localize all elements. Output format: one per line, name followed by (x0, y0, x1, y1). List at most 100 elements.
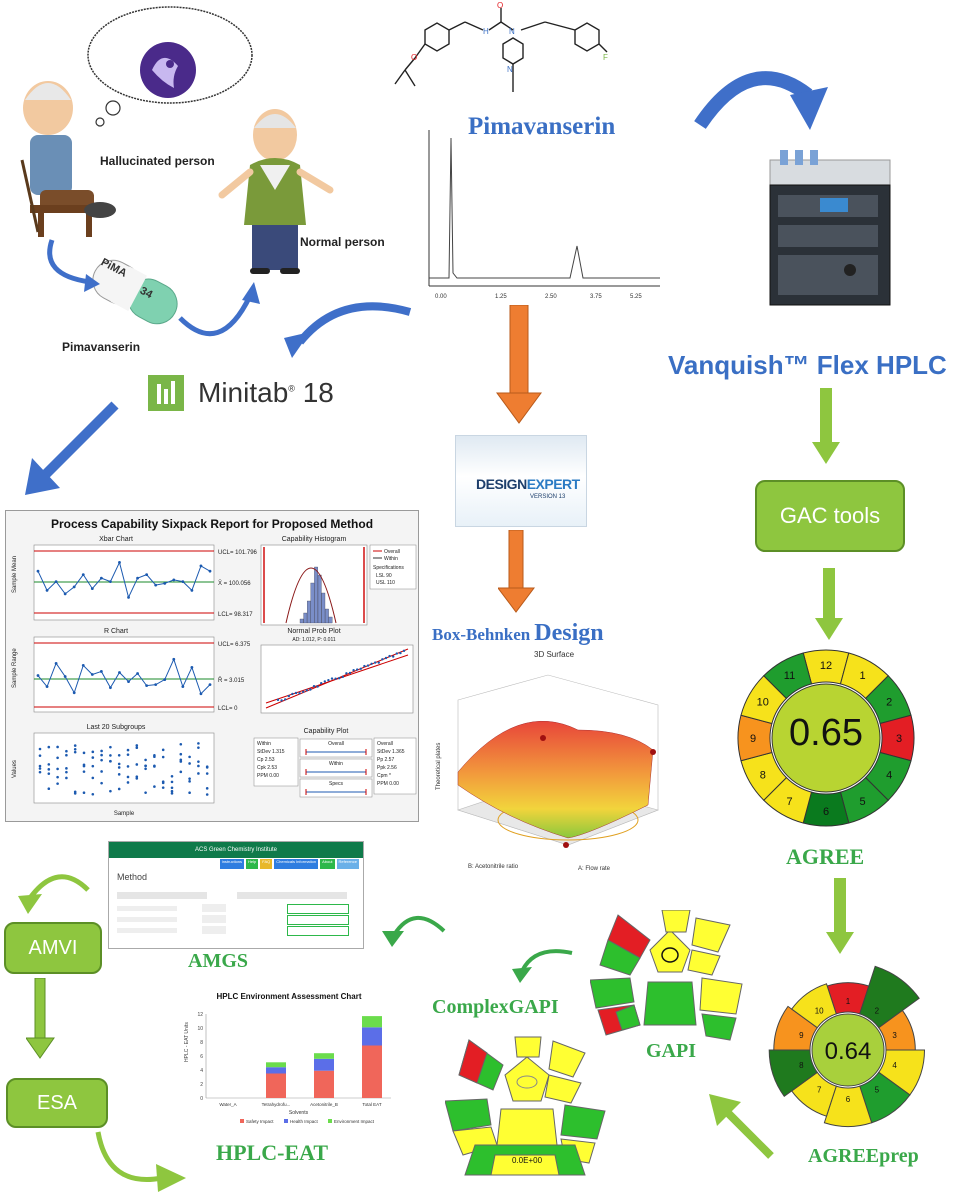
eat-legend-label: Safety Impact (246, 1119, 274, 1124)
sixpack-text: Cp 2.53 (257, 757, 275, 763)
agree-label: AGREE (786, 844, 865, 869)
amgs-tab-2[interactable]: Help (246, 859, 259, 869)
subgroup-point (82, 791, 86, 794)
agreeprep-segment (768, 1049, 818, 1098)
subgroup-point (197, 746, 200, 749)
prob-point (330, 677, 334, 680)
subgroup-point (117, 773, 121, 776)
designexpert-version: VERSION 13 (530, 494, 566, 500)
agreeprep-segment-label: 2 (875, 1006, 880, 1015)
eat-legend-swatch (328, 1119, 332, 1123)
prob-point (359, 667, 362, 670)
sixpack-text: X̄ = 100.056 (218, 580, 251, 587)
agree-segment-label: 2 (886, 697, 892, 709)
prob-point (363, 664, 366, 668)
amgs-tab-3[interactable]: FAQ (260, 859, 273, 869)
arrow-to-agreeprep (826, 878, 854, 954)
prob-point (366, 664, 370, 667)
agreeprep-segment-label: 8 (799, 1061, 804, 1070)
agree-segment-label: 8 (760, 770, 766, 782)
prob-point (294, 691, 298, 695)
amgs-screenshot: ACS Green Chemistry Institute Instructio… (108, 841, 364, 949)
agree-segment-label: 11 (784, 670, 795, 682)
agree-center (771, 683, 881, 793)
prob-point (370, 662, 373, 665)
amgs-label: AMGS (188, 950, 248, 972)
subgroup-point (135, 746, 139, 749)
subgroup-point (91, 792, 95, 796)
subgroup-point (73, 747, 77, 751)
amgs-tab-5[interactable]: About (320, 859, 335, 869)
histogram-bar (307, 600, 311, 624)
amgs-tab-4[interactable]: Chemicals Information (274, 859, 319, 869)
eat-y-tick: 6 (200, 1054, 203, 1060)
sixpack-series (37, 657, 211, 695)
subgroup-point (73, 744, 77, 747)
subgroup-point (109, 789, 112, 793)
subgroup-point (91, 750, 95, 754)
prob-point (392, 655, 395, 658)
sixpack-plot-area (33, 636, 215, 713)
subgroup-point (100, 770, 103, 773)
sixpack-text: Values (12, 760, 18, 778)
sixpack-point (172, 657, 176, 661)
sixpack-point (36, 674, 40, 677)
subgroup-point (188, 755, 191, 759)
sixpack-point (72, 691, 76, 695)
svg-text:3.75: 3.75 (590, 294, 602, 300)
sixpack-text: Overall (328, 741, 344, 747)
subgroup-point (65, 753, 68, 757)
subgroup-point (56, 775, 59, 779)
subgroup-point (205, 793, 209, 796)
eat-bar-segment (362, 1016, 382, 1028)
prob-point (320, 682, 323, 685)
within-stats-box (253, 737, 299, 787)
agreeprep-segment-label: 5 (875, 1086, 880, 1095)
agree-segment-label: 7 (786, 796, 792, 808)
subgroup-point (82, 751, 86, 755)
eat-bar-segment (314, 1058, 334, 1071)
agreeprep-segment-label: 9 (799, 1031, 804, 1040)
prob-point (395, 652, 398, 655)
amgs-section: Method (117, 872, 148, 882)
subgroup-point (170, 792, 174, 795)
eat-y-tick: 12 (197, 1012, 203, 1018)
prob-point (348, 671, 352, 675)
amgs-header: ACS Green Chemistry Institute (109, 842, 363, 858)
subgroup-point (91, 756, 95, 759)
prob-point (345, 672, 348, 675)
subgroup-point (109, 754, 112, 757)
sixpack-text: Sample Range (12, 648, 18, 688)
sixpack-point (109, 686, 112, 690)
bbd-y-label: B: Acetonitrile ratio (468, 864, 519, 870)
amgs-tab-6[interactable]: Reference (336, 859, 359, 869)
sixpack-point (63, 675, 67, 678)
histogram-bar (321, 592, 326, 624)
hplc-eat-label: HPLC-EAT (216, 1140, 329, 1165)
subgroup-point (47, 787, 51, 791)
sixpack-text: Overall (384, 549, 400, 555)
subgroup-point (73, 792, 77, 795)
arrow-to-gac (812, 388, 840, 464)
prob-point (341, 675, 344, 679)
capsule-label: Pimavanserin (62, 340, 141, 354)
subgroup-point (65, 776, 68, 780)
prob-point (302, 690, 305, 693)
arrow-to-bbd (498, 530, 535, 613)
subgroup-point (188, 762, 191, 765)
prob-point (384, 656, 388, 660)
sixpack-point (118, 671, 121, 674)
subgroup-point (188, 791, 191, 795)
normal-person-label: Normal person (300, 235, 385, 249)
prob-point (323, 680, 326, 683)
agree-segment-label: 1 (859, 670, 865, 682)
sixpack-point (145, 573, 149, 577)
prob-point (338, 676, 341, 680)
subgroup-point (38, 747, 42, 751)
subgroup-point (47, 763, 51, 766)
amgs-tab-1[interactable]: Instructions (219, 859, 245, 869)
sixpack-point (72, 585, 76, 589)
arrow-to-agree (815, 568, 843, 640)
eat-bar-segment (362, 1045, 382, 1098)
gac-tools-box: GAC tools (755, 480, 905, 552)
